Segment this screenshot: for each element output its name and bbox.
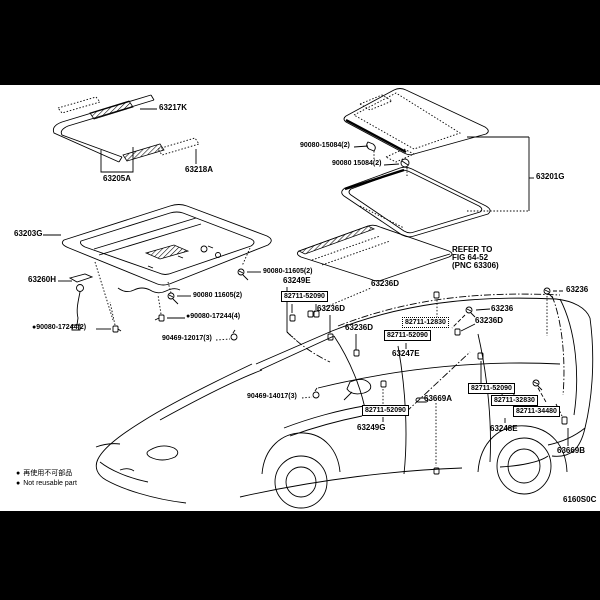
fastener-glyphs [113, 269, 567, 474]
part-label-82711-52090-box4: 82711-52090 [468, 383, 515, 394]
not-reusable-marker-icon: ● [16, 480, 21, 487]
part-label-63669b: 63669B [557, 446, 586, 455]
part-label-63236d-4: 63236D [475, 316, 504, 325]
legend-text-jp: 再使用不可部品 [23, 470, 73, 477]
part-label-82711-52090-box3: 82711-52090 [362, 405, 409, 416]
part-label-63203g: 63203G [14, 229, 43, 238]
legend-row-en: ●Not reusable part [16, 480, 77, 488]
figure-code: 6160S0C [563, 495, 597, 504]
sunshade-drawing [297, 225, 452, 281]
part-label-63236-1: 63236 [566, 285, 589, 294]
part-label-90080-15084-a: 90080-15084(2) [300, 142, 350, 149]
part-label-63248e: 63248E [490, 424, 518, 433]
part-label-82711-12830-box: 82711-12830 [402, 317, 449, 328]
part-label-90469-14017: 90469-14017(3) [247, 393, 297, 400]
refer-note-line3: (PNC 63306) [452, 261, 499, 270]
part-label-63236d-3: 63236D [345, 323, 374, 332]
part-label-63201g: 63201G [536, 172, 565, 181]
part-label-82711-52090-box1: 82711-52090 [281, 291, 328, 302]
part-label-90080-15084-b: 90080 15084(2) [332, 160, 382, 167]
sunroof-housing-drawing [43, 205, 271, 331]
top-letterbox-band [0, 0, 600, 85]
part-label-82711-34480-box: 82711-34480 [513, 406, 560, 417]
part-label-82711-52090-box2: 82711-52090 [384, 330, 431, 341]
part-label-90469-12017: 90469-12017(3) [162, 335, 212, 342]
refer-note-line2: FIG 64-52 [452, 253, 489, 262]
not-reusable-marker-icon: ● [16, 470, 21, 477]
part-label-90080-17244-4: ●90080-17244(4) [186, 313, 241, 320]
part-label-90080-11605-a: 90080-11605(2) [263, 268, 313, 275]
part-label-63205a: 63205A [103, 174, 132, 183]
refer-note-line1: REFER TO [452, 245, 493, 254]
part-label-90080-11605-b: 90080 11605(2) [193, 292, 243, 299]
part-label-63236-2: 63236 [491, 304, 514, 313]
part-label-90080-17244-2: ●90080-17244(2) [32, 324, 87, 331]
legend-row-jp: ●再使用不可部品 [16, 470, 72, 478]
part-label-63236d-2: 63236D [317, 304, 346, 313]
legend-text-en: Not reusable part [23, 480, 77, 487]
sunroof-glass-drawing [342, 89, 534, 237]
part-label-63249e: 63249E [283, 276, 311, 285]
part-label-63218a: 63218A [185, 165, 214, 174]
part-label-63669a: 63669A [424, 394, 453, 403]
bottom-letterbox-band [0, 511, 600, 600]
part-label-82711-32830-box: 82711-32830 [491, 395, 538, 406]
part-label-63236d-1: 63236D [371, 279, 400, 288]
part-label-63260h: 63260H [28, 275, 57, 284]
roof-header-panel-drawing [53, 95, 199, 172]
part-label-63249g: 63249G [357, 423, 386, 432]
part-label-63217k: 63217K [159, 103, 188, 112]
part-label-63247e: 63247E [392, 349, 420, 358]
leader-lines [96, 272, 568, 466]
